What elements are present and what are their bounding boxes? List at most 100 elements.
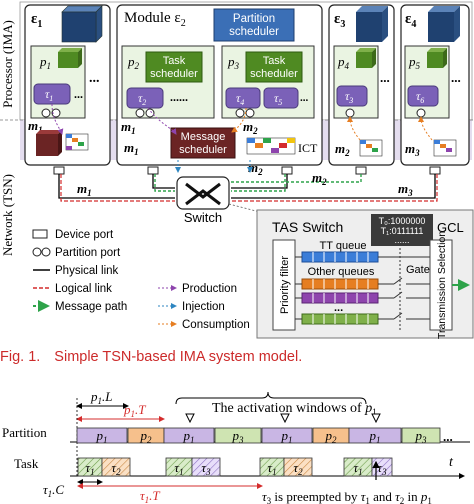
m1-label-e2-top: m1 — [121, 119, 136, 136]
consumption-arrow — [418, 116, 433, 141]
gcl-table — [371, 214, 433, 246]
module-e2-label: Module ε2 — [124, 10, 186, 29]
task-t5-box — [263, 87, 299, 109]
partition-chip-icon — [427, 48, 447, 68]
device-port-icon — [147, 166, 159, 175]
ict-grid-icon-e1 — [65, 133, 89, 151]
figure-caption: Fig. 1.Simple TSN-based IMA system model… — [0, 349, 302, 365]
m1-net-label: m1 — [77, 181, 92, 198]
cpu-cube-icon — [428, 6, 460, 42]
partition-port-icon — [345, 108, 355, 118]
device-port-icon — [429, 166, 441, 175]
task-t4-box — [225, 87, 261, 109]
p1-T-label: p1.T — [123, 402, 146, 419]
m2-label-e2: m2 — [248, 160, 263, 177]
partition-port-icon — [245, 108, 255, 118]
p1-L-label: p1.L — [90, 389, 112, 406]
partition-p4-label: p4 — [337, 54, 350, 71]
ict-grid-icon-e3 — [359, 139, 383, 157]
task-slot — [101, 457, 131, 477]
task-t4-label: τ4 — [236, 91, 244, 107]
partition-slot-label: p3 — [232, 428, 245, 445]
dots-p2: ...... — [170, 90, 188, 104]
module-e4-label: ε4 — [405, 11, 416, 30]
partition-port-icon — [416, 108, 426, 118]
legend-physical-link: Physical link — [55, 265, 119, 277]
legend-partition-port-icon — [32, 247, 42, 257]
task-slot-label: τ3 — [201, 460, 211, 477]
partition-port-icon — [145, 108, 155, 118]
ellipsis-e4: ... — [451, 70, 461, 85]
message-buffer-cube-icon — [36, 130, 62, 156]
partition-slot-label: p2 — [325, 428, 338, 445]
network-links — [58, 160, 438, 202]
row-partition-label: Partition — [2, 425, 47, 440]
network-layer-label: Network (TSN) — [0, 174, 15, 256]
legend-production: Production — [182, 283, 237, 295]
timeline: Partition Task p1.L p1.T The activation … — [2, 389, 470, 504]
module-e2 — [116, 4, 323, 166]
partition-slot — [76, 427, 128, 444]
task-scheduler-p3-line1: Task — [263, 55, 286, 67]
gcl-line1: T₀:1000000 — [379, 216, 426, 226]
task-slot-label: τ1 — [353, 460, 362, 477]
partition-row-ellipsis: ... — [443, 429, 453, 444]
module-e1-label: ε1 — [31, 11, 42, 30]
message-scheduler-line2: scheduler — [179, 144, 227, 156]
gcl-line2: T₁:0111111 — [381, 226, 424, 236]
task-t6-box — [407, 85, 439, 107]
cpu-cube-icon — [61, 5, 103, 43]
message-scheduler-line1: Message — [181, 131, 226, 143]
device-port-icon — [281, 166, 293, 175]
partition-slot-label: p1 — [183, 428, 195, 445]
task-slot-label: τ2 — [111, 460, 121, 477]
ict-table-icon — [246, 137, 296, 155]
task-t2-label: τ2 — [138, 91, 146, 107]
priority-filter — [272, 239, 296, 331]
task-t3-label: τ3 — [345, 89, 353, 105]
legend-device-port-icon — [32, 229, 48, 239]
legend-device-port: Device port — [55, 229, 114, 241]
window-arrow-icon — [185, 413, 195, 424]
tt-queue-label: TT queue — [320, 240, 367, 252]
legend-partition-port: Partition port — [55, 247, 121, 259]
legend-injection: Injection — [182, 301, 225, 313]
switch — [176, 176, 230, 210]
message-scheduler — [170, 127, 236, 159]
window-arrow-icon — [371, 413, 381, 424]
ellipsis-p1: ... — [74, 87, 83, 101]
task-slot-label: τ1 — [267, 460, 276, 477]
activation-window-label: The activation windows of p1 — [212, 401, 377, 417]
axis-t-label: t — [449, 455, 454, 470]
partition-slot-label: p1 — [96, 428, 108, 445]
partition-port-icon — [235, 108, 245, 118]
partition-slot — [348, 427, 402, 444]
task-scheduler-p2-line2: scheduler — [150, 68, 198, 80]
partition-p2-label: p2 — [127, 54, 140, 71]
caption-number: Fig. 1. — [0, 349, 41, 365]
window-arrow-icon — [280, 413, 290, 424]
partition-port-icon — [41, 108, 51, 118]
partition-scheduler — [213, 8, 295, 42]
partition-slot-label: p2 — [140, 428, 153, 445]
device-port-icon — [355, 166, 367, 175]
m2-net-label: m2 — [312, 170, 327, 187]
device-port-icon — [53, 166, 65, 175]
task-slot — [283, 457, 313, 477]
partition-port-icon — [135, 108, 145, 118]
partition-p5-label: p5 — [408, 54, 421, 71]
row-task-label: Task — [14, 456, 39, 471]
m3-label-e4: m3 — [405, 141, 420, 158]
task-t1-label: τ1 — [45, 87, 53, 103]
m1-label-e2: m1 — [124, 140, 139, 157]
gcl-label: GCL — [437, 220, 464, 235]
task-slot — [191, 457, 221, 477]
task-scheduler-p3 — [245, 51, 303, 83]
partition-slot-label: p1 — [369, 428, 381, 445]
gcl-dots: ...... — [394, 235, 409, 245]
task-slot-label: τ3 — [377, 460, 387, 477]
partition-chip-icon — [356, 48, 376, 68]
